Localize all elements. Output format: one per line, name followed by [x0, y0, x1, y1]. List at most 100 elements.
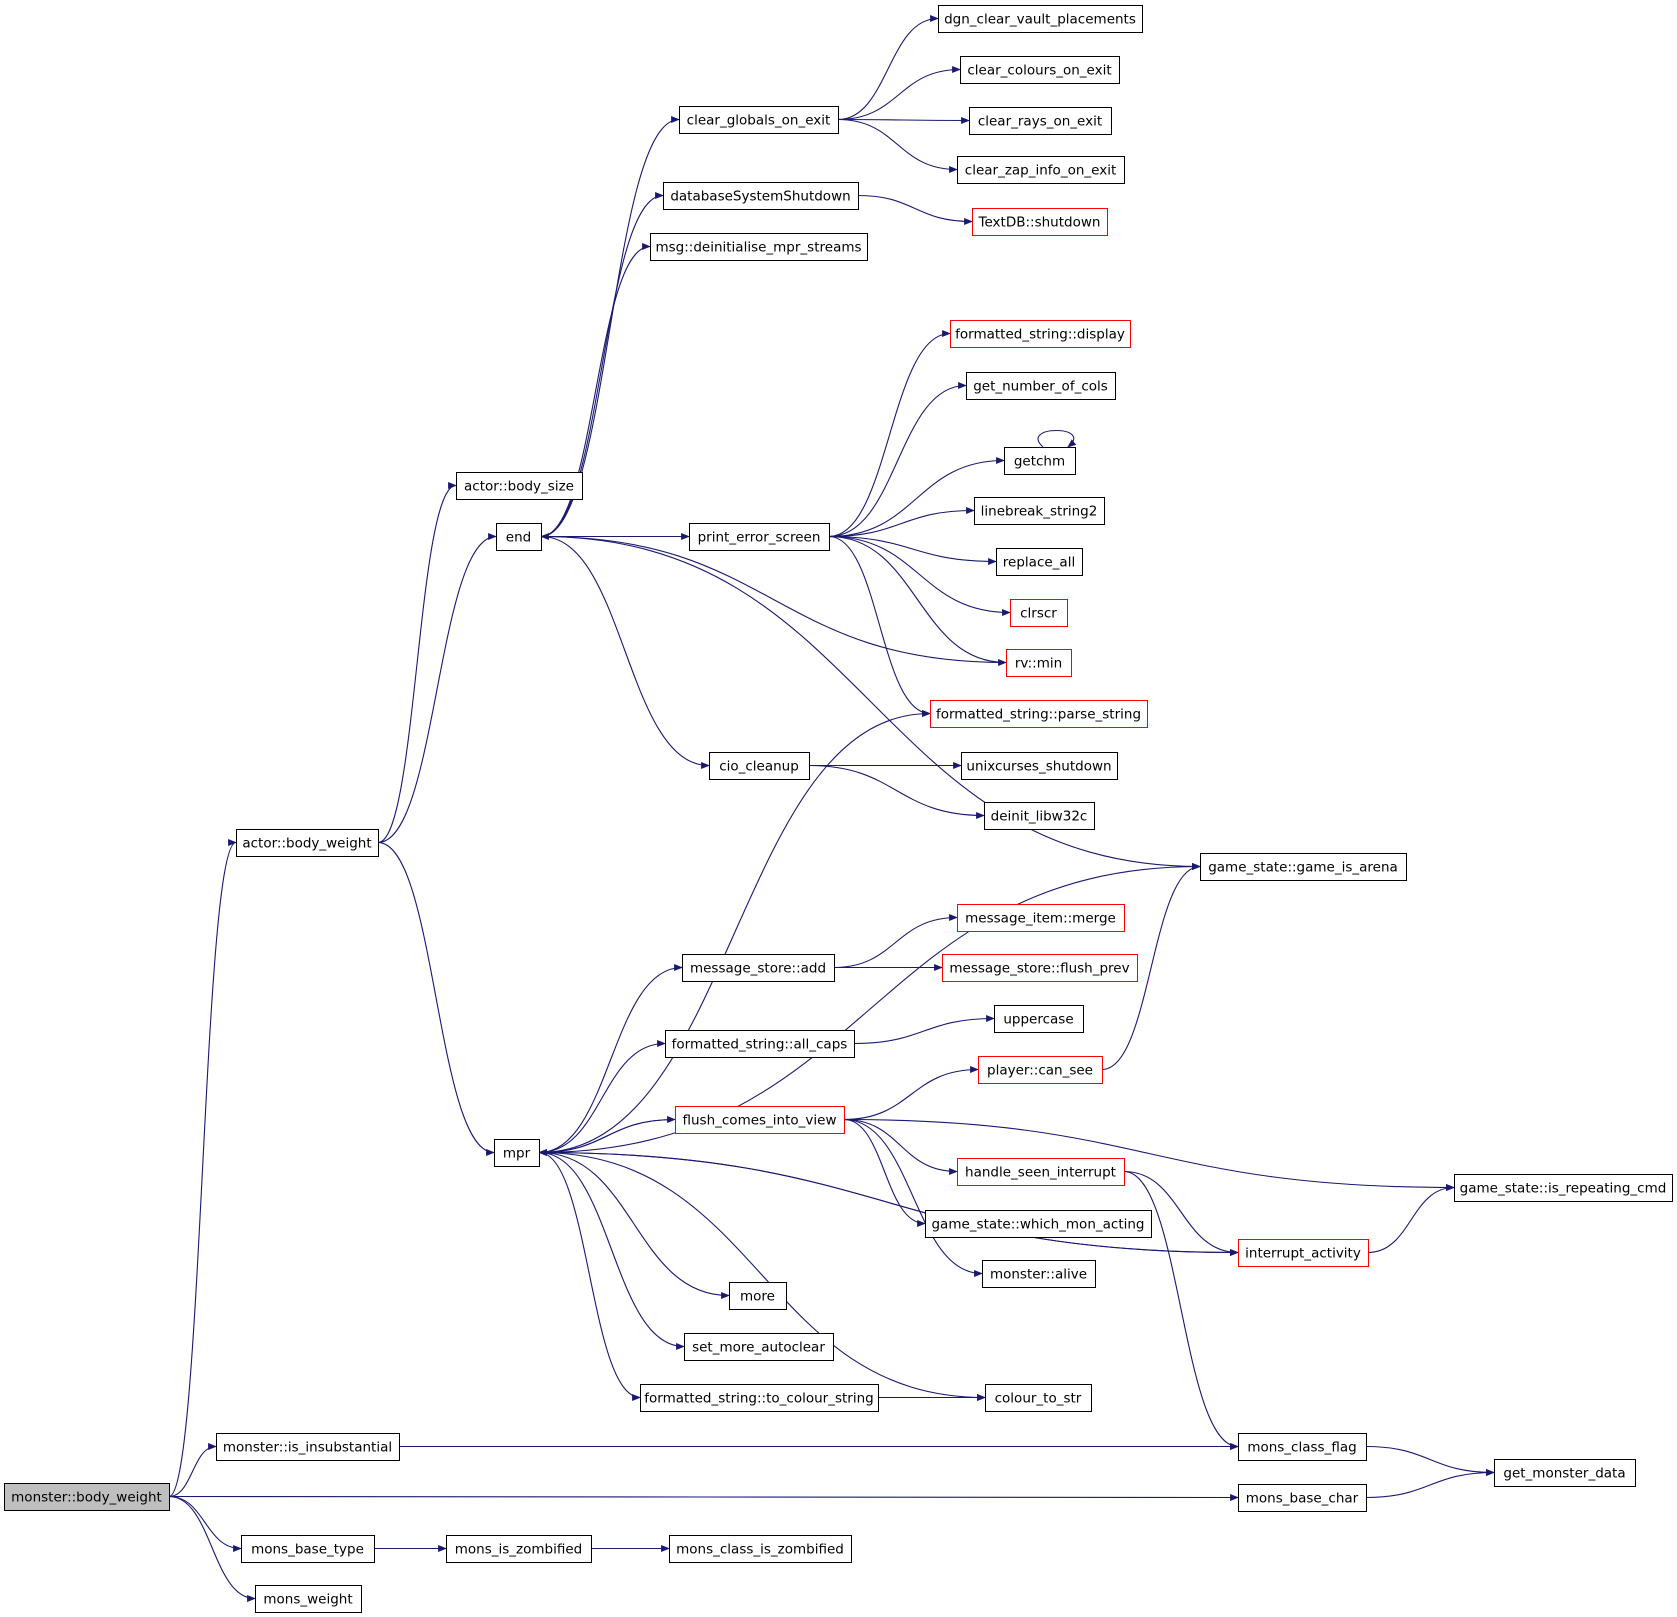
node-box[interactable]	[682, 954, 835, 982]
node-mons_is_zombified[interactable]: mons_is_zombified	[446, 1535, 592, 1563]
node-box[interactable]	[241, 1535, 375, 1563]
node-databaseSystemShutdown[interactable]: databaseSystemShutdown	[663, 182, 859, 210]
node-box[interactable]	[1238, 1484, 1367, 1512]
node-box[interactable]	[663, 182, 859, 210]
node-box[interactable]	[689, 523, 830, 551]
node-box[interactable]	[960, 56, 1120, 84]
node-box[interactable]	[679, 106, 839, 134]
node-box[interactable]	[4, 1483, 170, 1511]
node-game_state_which_mon_acting[interactable]: game_state::which_mon_acting	[925, 1210, 1152, 1238]
node-box[interactable]	[996, 548, 1083, 576]
node-set_more_autoclear[interactable]: set_more_autoclear	[684, 1333, 834, 1361]
node-box[interactable]	[675, 1106, 845, 1134]
node-getchm[interactable]: getchm	[1004, 447, 1076, 475]
node-box[interactable]	[978, 1056, 1103, 1084]
node-linebreak_string2[interactable]: linebreak_string2	[974, 497, 1105, 525]
node-mons_weight[interactable]: mons_weight	[255, 1585, 362, 1613]
node-box[interactable]	[216, 1433, 400, 1461]
node-box[interactable]	[456, 472, 583, 500]
node-box[interactable]	[640, 1384, 879, 1412]
node-formatted_string_display[interactable]: formatted_string::display	[950, 320, 1131, 348]
node-cio_cleanup[interactable]: cio_cleanup	[709, 752, 810, 780]
node-mons_base_type[interactable]: mons_base_type	[241, 1535, 375, 1563]
node-mons_base_char[interactable]: mons_base_char	[1238, 1484, 1367, 1512]
node-box[interactable]	[255, 1585, 362, 1613]
node-box[interactable]	[957, 1158, 1125, 1186]
node-message_store_add[interactable]: message_store::add	[682, 954, 835, 982]
node-box[interactable]	[1494, 1459, 1636, 1487]
node-box[interactable]	[942, 954, 1138, 982]
node-actor_body_weight[interactable]: actor::body_weight	[236, 829, 379, 857]
node-box[interactable]	[950, 320, 1131, 348]
node-box[interactable]	[961, 752, 1118, 780]
node-box[interactable]	[957, 156, 1125, 184]
node-mpr[interactable]: mpr	[494, 1139, 540, 1167]
node-box[interactable]	[984, 802, 1095, 830]
node-box[interactable]	[969, 107, 1112, 135]
node-box[interactable]	[1200, 853, 1407, 881]
node-box[interactable]	[982, 1260, 1096, 1288]
node-formatted_string_to_colour_string[interactable]: formatted_string::to_colour_string	[640, 1384, 879, 1412]
node-box[interactable]	[669, 1535, 852, 1563]
node-get_monster_data[interactable]: get_monster_data	[1494, 1459, 1636, 1487]
node-dgn_clear_vault_placements[interactable]: dgn_clear_vault_placements	[938, 5, 1143, 33]
node-box[interactable]	[994, 1005, 1084, 1033]
node-box[interactable]	[650, 233, 868, 261]
node-box[interactable]	[1006, 649, 1072, 677]
node-uppercase[interactable]: uppercase	[994, 1005, 1084, 1033]
node-game_state_is_repeating_cmd[interactable]: game_state::is_repeating_cmd	[1454, 1174, 1673, 1202]
node-box[interactable]	[1238, 1433, 1367, 1461]
node-unixcurses_shutdown[interactable]: unixcurses_shutdown	[961, 752, 1118, 780]
node-more[interactable]: more	[729, 1282, 787, 1310]
node-end[interactable]: end	[496, 523, 542, 551]
node-box[interactable]	[496, 523, 542, 551]
node-clear_rays_on_exit[interactable]: clear_rays_on_exit	[969, 107, 1112, 135]
node-monster_body_weight[interactable]: monster::body_weight	[4, 1483, 170, 1511]
node-replace_all[interactable]: replace_all	[996, 548, 1083, 576]
node-box[interactable]	[925, 1210, 1152, 1238]
node-box[interactable]	[972, 208, 1108, 236]
node-box[interactable]	[1454, 1174, 1673, 1202]
node-flush_comes_into_view[interactable]: flush_comes_into_view	[675, 1106, 845, 1134]
node-print_error_screen[interactable]: print_error_screen	[689, 523, 830, 551]
node-rv_min[interactable]: rv::min	[1006, 649, 1072, 677]
node-formatted_string_all_caps[interactable]: formatted_string::all_caps	[665, 1030, 855, 1058]
node-actor_body_size[interactable]: actor::body_size	[456, 472, 583, 500]
node-deinit_libw32c[interactable]: deinit_libw32c	[984, 802, 1095, 830]
node-mons_class_is_zombified[interactable]: mons_class_is_zombified	[669, 1535, 852, 1563]
node-get_number_of_cols[interactable]: get_number_of_cols	[966, 372, 1116, 400]
node-monster_is_insubstantial[interactable]: monster::is_insubstantial	[216, 1433, 400, 1461]
node-textdb_shutdown[interactable]: TextDB::shutdown	[972, 208, 1108, 236]
node-box[interactable]	[446, 1535, 592, 1563]
node-box[interactable]	[1010, 599, 1068, 627]
node-monster_alive[interactable]: monster::alive	[982, 1260, 1096, 1288]
node-interrupt_activity[interactable]: interrupt_activity	[1238, 1239, 1369, 1267]
node-box[interactable]	[957, 904, 1125, 932]
node-box[interactable]	[236, 829, 379, 857]
node-clrscr[interactable]: clrscr	[1010, 599, 1068, 627]
node-box[interactable]	[966, 372, 1116, 400]
node-clear_colours_on_exit[interactable]: clear_colours_on_exit	[960, 56, 1120, 84]
node-box[interactable]	[930, 700, 1148, 728]
node-clear_globals_on_exit[interactable]: clear_globals_on_exit	[679, 106, 839, 134]
node-handle_seen_interrupt[interactable]: handle_seen_interrupt	[957, 1158, 1125, 1186]
node-box[interactable]	[729, 1282, 787, 1310]
node-player_can_see[interactable]: player::can_see	[978, 1056, 1103, 1084]
node-clear_zap_info_on_exit[interactable]: clear_zap_info_on_exit	[957, 156, 1125, 184]
node-box[interactable]	[1238, 1239, 1369, 1267]
node-game_state_game_is_arena[interactable]: game_state::game_is_arena	[1200, 853, 1407, 881]
node-formatted_string_parse_string[interactable]: formatted_string::parse_string	[930, 700, 1148, 728]
node-message_item_merge[interactable]: message_item::merge	[957, 904, 1125, 932]
node-box[interactable]	[985, 1384, 1092, 1412]
node-msg_deinitialise_mpr_streams[interactable]: msg::deinitialise_mpr_streams	[650, 233, 868, 261]
node-box[interactable]	[709, 752, 810, 780]
node-message_store_flush_prev[interactable]: message_store::flush_prev	[942, 954, 1138, 982]
node-box[interactable]	[494, 1139, 540, 1167]
node-colour_to_str[interactable]: colour_to_str	[985, 1384, 1092, 1412]
node-mons_class_flag[interactable]: mons_class_flag	[1238, 1433, 1367, 1461]
node-box[interactable]	[684, 1333, 834, 1361]
node-box[interactable]	[665, 1030, 855, 1058]
node-box[interactable]	[974, 497, 1105, 525]
node-box[interactable]	[938, 5, 1143, 33]
node-box[interactable]	[1004, 447, 1076, 475]
